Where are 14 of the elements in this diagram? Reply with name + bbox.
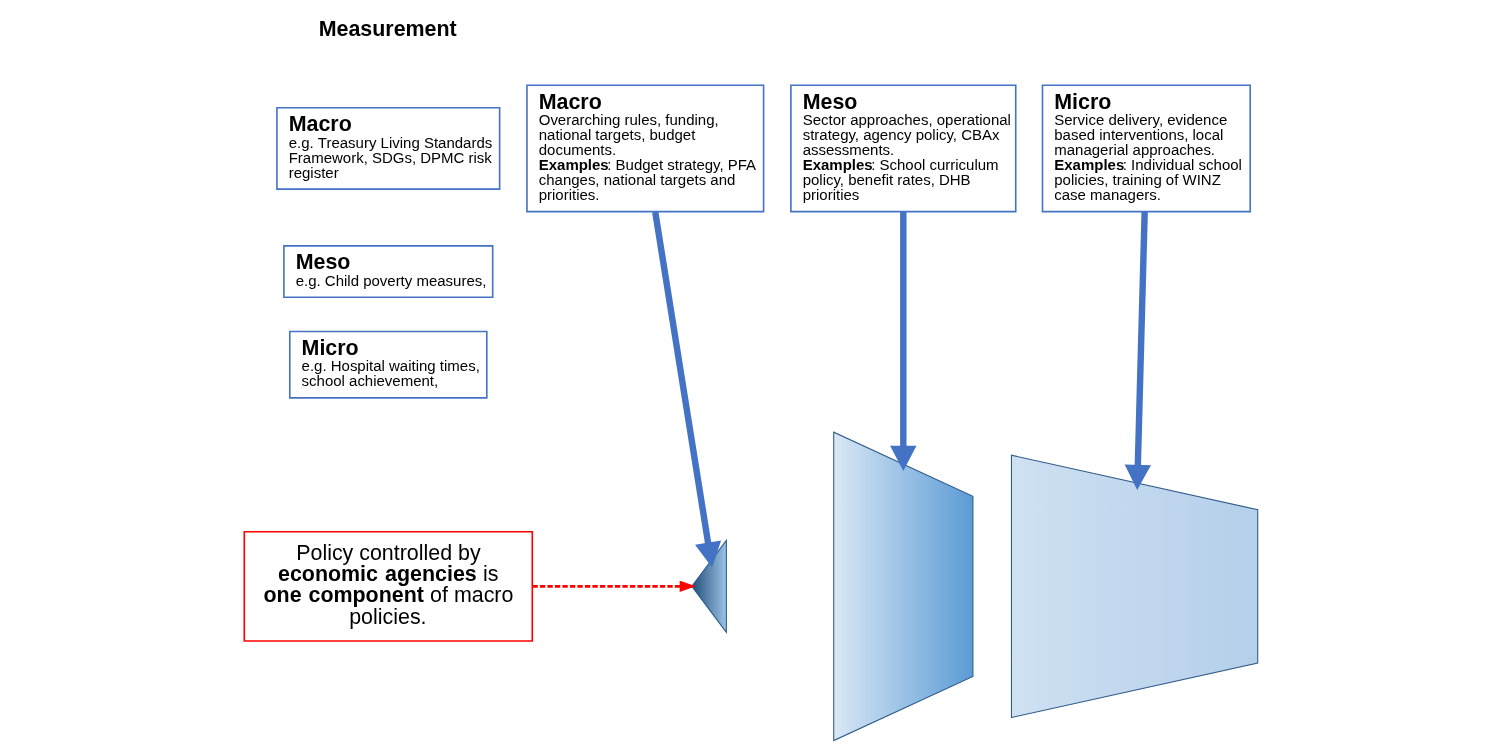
node-box: Meso e.g. Child poverty measures, <box>282 245 493 299</box>
node-box: Meso Sector approaches, operational strategy, agency policy, CBAx assessments. Examples: School curriculum policy, benefit rates, DHB priorities <box>789 84 1017 213</box>
node-box: Macro Overarching rules, funding, national targets, budget documents. Examples: Budget strategy, PFA changes, national targets and priorities. <box>525 84 764 213</box>
arrow <box>889 211 916 471</box>
label: Measurement <box>318 17 457 42</box>
node-box: Micro Service delivery, evidence based interventions, local managerial approaches. Examples: Individual school policies, training of WINZ case managers. <box>1041 84 1251 213</box>
arrow <box>531 580 696 592</box>
arrow <box>651 211 721 568</box>
node-box: Macro e.g. Treasury Living Standards Framework, SDGs, DPMC risk register <box>275 106 500 190</box>
node-trapezoid <box>832 431 973 742</box>
arrow <box>1124 211 1151 490</box>
node-box: Micro e.g. Hospital waiting times, school achievement, <box>288 330 488 399</box>
node-trapezoid <box>1010 454 1258 719</box>
node-box: Policy controlled by economic agencies is one component of macro policies. <box>242 530 533 642</box>
